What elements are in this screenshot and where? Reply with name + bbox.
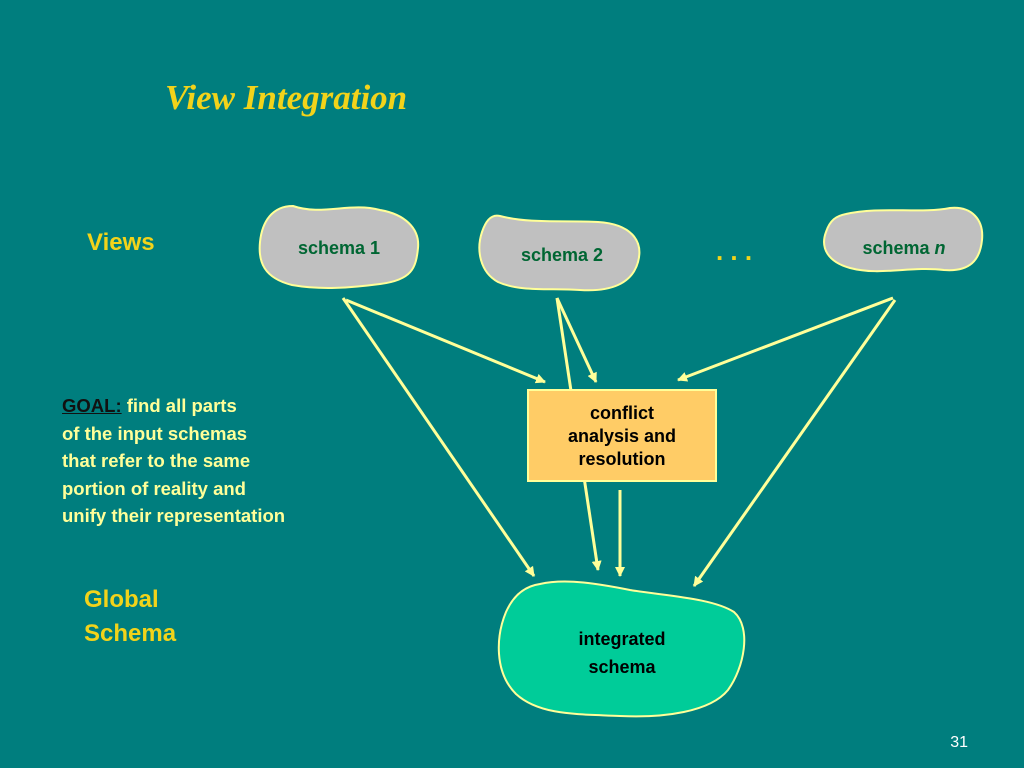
goal-line5: unify their representation	[62, 505, 286, 526]
goal-line4: portion of reality and	[62, 477, 246, 499]
schema-2-blob	[478, 214, 641, 292]
goal-line3: that refer to the same	[62, 450, 251, 471]
conflict-label-line2: analysis and	[568, 426, 676, 446]
slide-title: View Integration	[165, 78, 408, 117]
schema-1-blob	[258, 204, 420, 289]
schema-2-label: schema 2	[521, 245, 603, 265]
arrow-schemaN-to-conflict	[677, 296, 894, 382]
goal-line2: of the input schemas	[62, 422, 248, 444]
schema-n-label-prefix: schema	[862, 238, 930, 258]
integrated-label-line2: schema	[588, 657, 656, 677]
arrow-schemaN-to-integrated	[692, 299, 897, 587]
schema-n-label-var: n	[935, 238, 946, 258]
page-number: 31	[950, 734, 968, 751]
integrated-schema-blob	[497, 580, 746, 718]
arrow-schema1-to-integrated	[341, 297, 536, 577]
schema-n-label: schema n	[862, 238, 945, 258]
views-label: Views	[87, 229, 155, 256]
schema-n-blob	[823, 206, 984, 273]
conflict-box	[527, 389, 717, 482]
conflict-label-line1: conflict	[590, 403, 654, 423]
arrow-schema2-to-conflict	[555, 297, 598, 383]
arrows	[341, 296, 897, 587]
integrated-label-line1: integrated	[578, 629, 665, 649]
global-schema-label-line1: Global	[84, 586, 159, 613]
ellipsis: . . .	[716, 236, 752, 266]
goal-keyword: GOAL:	[62, 395, 122, 416]
goal-line1: find all parts	[126, 395, 237, 416]
global-schema-label-line2: Schema	[84, 620, 177, 647]
conflict-label-line3: resolution	[578, 449, 665, 469]
global-schema-label: Global Schema	[84, 583, 176, 651]
goal-text: GOAL: find all parts of the input schema…	[62, 392, 285, 530]
schema-1-label: schema 1	[298, 238, 380, 258]
arrow-schema1-to-conflict	[345, 298, 546, 384]
